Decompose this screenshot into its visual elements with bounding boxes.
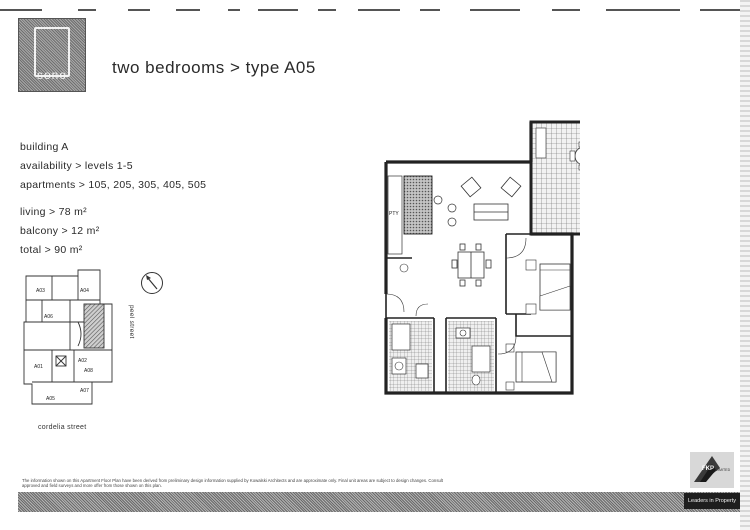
unit-label: A05 bbox=[46, 396, 55, 402]
logo-frame bbox=[34, 27, 70, 77]
page-title: two bedrooms > type A05 bbox=[112, 58, 316, 77]
highlight-unit bbox=[83, 303, 105, 349]
footer-band bbox=[18, 492, 740, 512]
disclaimer: The information shown on this Apartment … bbox=[22, 478, 444, 489]
info-availability: availability > levels 1-5 bbox=[20, 160, 133, 172]
info-apartments: apartments > 105, 205, 305, 405, 505 bbox=[20, 179, 207, 191]
unit-label: A02 bbox=[78, 358, 87, 364]
armchair bbox=[460, 176, 482, 198]
fkp-logo-icon bbox=[690, 452, 734, 488]
unit-label: A08 bbox=[84, 368, 93, 374]
key-plan: A03 A04 A06 A01 A02 A08 A07 A05 bbox=[23, 269, 113, 405]
logo-text: sono bbox=[36, 68, 68, 82]
pantry-label: PTY bbox=[389, 211, 399, 217]
unit-label: A04 bbox=[80, 288, 89, 294]
scan-edge bbox=[740, 0, 750, 530]
sono-logo: sono bbox=[18, 18, 86, 92]
armchair bbox=[500, 176, 522, 198]
info-living: living > 78 m² bbox=[20, 206, 87, 218]
unit-label: A01 bbox=[34, 364, 43, 370]
unit-label: A06 bbox=[44, 314, 53, 320]
fkp-logo-text: FKP bbox=[702, 466, 714, 472]
cordelia-street-label: cordelia street bbox=[38, 424, 87, 431]
unit-label: A07 bbox=[80, 388, 89, 394]
peel-street-label: peel street bbox=[128, 305, 135, 339]
footer-tagline: Leaders in Property bbox=[684, 493, 740, 509]
kitchen-bench bbox=[403, 175, 433, 235]
apartment-info: building A availability > levels 1-5 apa… bbox=[20, 138, 206, 260]
fkp-logo-subtext: LIMITED bbox=[716, 468, 731, 472]
info-balcony: balcony > 12 m² bbox=[20, 225, 100, 237]
floor-plan: PTY bbox=[384, 120, 580, 395]
scan-dashes bbox=[0, 9, 740, 11]
north-arrow-icon bbox=[141, 272, 163, 294]
unit-label: A03 bbox=[36, 288, 45, 294]
info-building: building A bbox=[20, 141, 69, 153]
info-total: total > 90 m² bbox=[20, 244, 83, 256]
